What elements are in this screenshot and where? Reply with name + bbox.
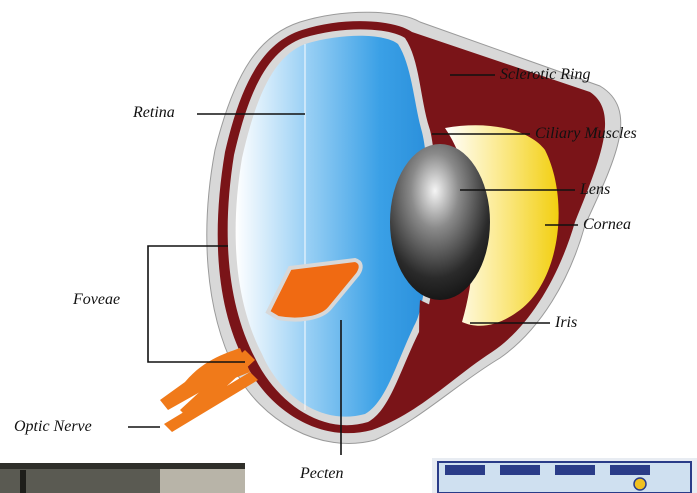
label-lens: Lens	[580, 181, 610, 199]
label-pecten: Pecten	[300, 465, 344, 483]
bottom-right-photo	[432, 458, 697, 493]
label-iris: Iris	[555, 314, 577, 332]
lens	[390, 144, 490, 300]
label-foveae: Foveae	[73, 291, 120, 309]
label-cornea: Cornea	[583, 216, 631, 234]
bottom-left-photo	[0, 463, 245, 493]
label-optic-nerve: Optic Nerve	[14, 418, 92, 436]
label-sclerotic-ring: Sclerotic Ring	[500, 66, 591, 84]
label-retina: Retina	[133, 104, 175, 122]
label-ciliary-muscles: Ciliary Muscles	[535, 125, 637, 143]
